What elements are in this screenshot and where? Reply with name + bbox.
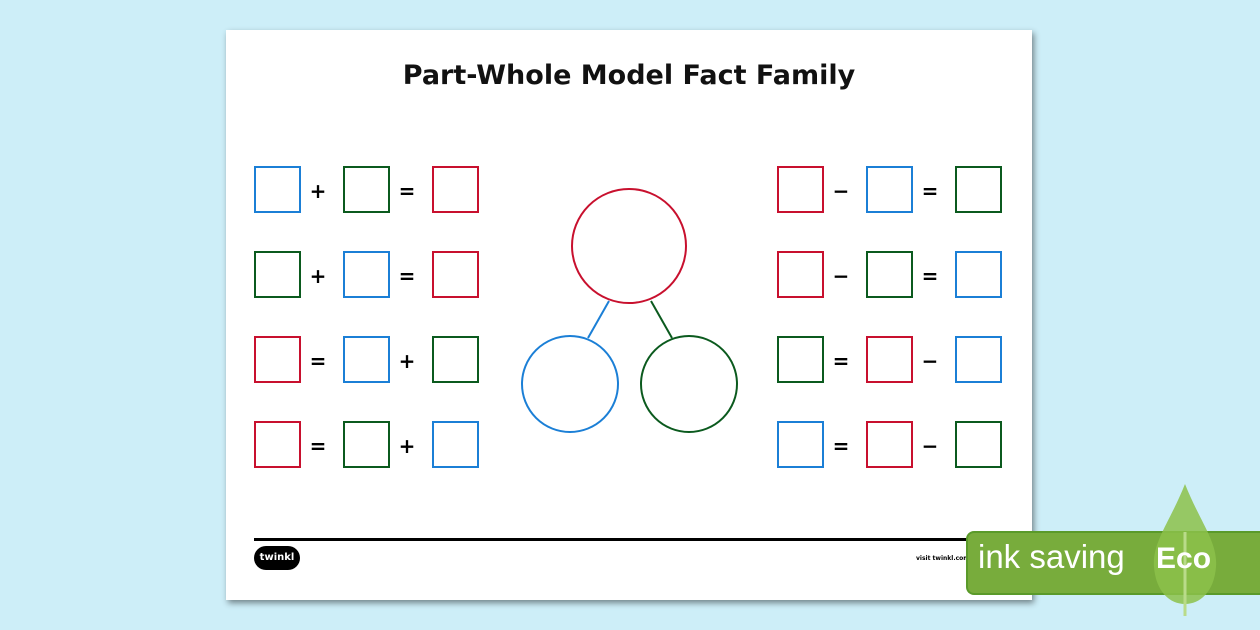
answer-box-green[interactable]	[955, 166, 1002, 213]
worksheet: Part-Whole Model Fact Family + = + = = + = + − = −…	[226, 30, 1032, 600]
part-circle-left	[521, 335, 619, 433]
operator: +	[309, 264, 327, 288]
answer-box-green[interactable]	[432, 336, 479, 383]
operator: =	[921, 179, 939, 203]
visit-link[interactable]: visit twinkl.com	[916, 555, 970, 562]
answer-box-green[interactable]	[866, 251, 913, 298]
connector-right	[650, 300, 673, 339]
answer-box-red[interactable]	[777, 166, 824, 213]
operator: =	[398, 264, 416, 288]
eco-label: Eco	[1156, 542, 1212, 575]
answer-box-red[interactable]	[254, 421, 301, 468]
connector-left	[587, 300, 610, 339]
twinkl-logo: twinkl	[254, 546, 300, 570]
operator: −	[921, 434, 939, 458]
answer-box-green[interactable]	[343, 166, 390, 213]
part-whole-model	[521, 188, 738, 433]
answer-box-green[interactable]	[955, 421, 1002, 468]
operator: +	[309, 179, 327, 203]
operator: −	[832, 264, 850, 288]
operator: =	[832, 349, 850, 373]
answer-box-blue[interactable]	[254, 166, 301, 213]
answer-box-blue[interactable]	[343, 336, 390, 383]
answer-box-red[interactable]	[866, 421, 913, 468]
answer-box-blue[interactable]	[955, 336, 1002, 383]
operator: =	[398, 179, 416, 203]
answer-box-blue[interactable]	[955, 251, 1002, 298]
operator: −	[832, 179, 850, 203]
answer-box-red[interactable]	[432, 166, 479, 213]
operator: =	[309, 349, 327, 373]
part-circle-right	[640, 335, 738, 433]
answer-box-blue[interactable]	[432, 421, 479, 468]
answer-box-red[interactable]	[254, 336, 301, 383]
answer-box-red[interactable]	[777, 251, 824, 298]
whole-circle	[571, 188, 687, 304]
operator: =	[309, 434, 327, 458]
answer-box-green[interactable]	[343, 421, 390, 468]
answer-box-red[interactable]	[866, 336, 913, 383]
page-title: Part-Whole Model Fact Family	[402, 60, 856, 91]
answer-box-blue[interactable]	[777, 421, 824, 468]
answer-box-green[interactable]	[777, 336, 824, 383]
answer-box-blue[interactable]	[343, 251, 390, 298]
answer-box-blue[interactable]	[866, 166, 913, 213]
operator: −	[921, 349, 939, 373]
leaf-icon	[1153, 484, 1217, 616]
operator: =	[921, 264, 939, 288]
ink-saving-label: ink saving	[978, 538, 1125, 575]
answer-box-red[interactable]	[432, 251, 479, 298]
footer-rule	[254, 538, 1004, 541]
operator: +	[398, 349, 416, 373]
operator: +	[398, 434, 416, 458]
operator: =	[832, 434, 850, 458]
answer-box-green[interactable]	[254, 251, 301, 298]
